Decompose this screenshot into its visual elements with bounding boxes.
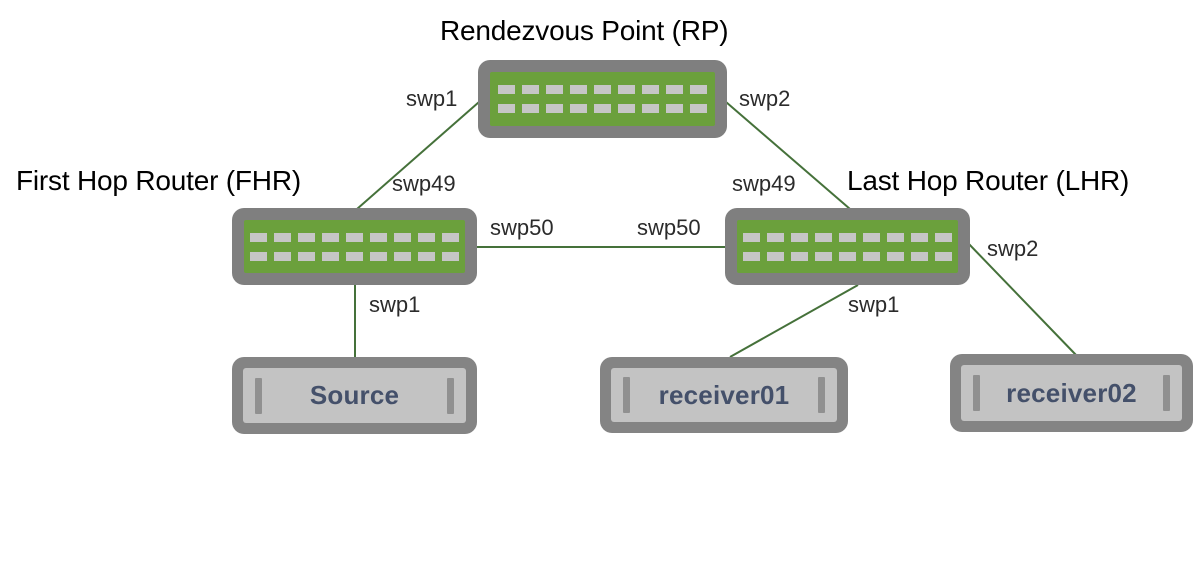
rp-title: Rendezvous Point (RP) <box>440 15 729 46</box>
port-label-lhr-swp1: swp1 <box>848 292 900 317</box>
fhr-switch-node <box>232 208 477 285</box>
rp-switch-node <box>478 60 727 138</box>
link-rp-lhr <box>725 101 851 210</box>
source-host-node: Source <box>232 357 477 434</box>
port-label-rp-swp1: swp1 <box>406 86 458 111</box>
port-label-rp-swp2: swp2 <box>739 86 791 111</box>
port-label-fhr-swp49: swp49 <box>392 171 456 196</box>
port-label-fhr-swp50: swp50 <box>490 215 554 240</box>
port-label-lhr-swp49: swp49 <box>732 171 796 196</box>
switch-face <box>737 220 958 273</box>
host-face: Source <box>243 368 466 423</box>
receiver01-host-node: receiver01 <box>600 357 848 433</box>
switch-port-row <box>498 104 707 113</box>
link-rp-fhr <box>356 101 480 210</box>
link-lhr-receiver01 <box>729 284 859 358</box>
host-bar-right <box>1163 375 1170 411</box>
lhr-title: Last Hop Router (LHR) <box>847 165 1130 196</box>
switch-port-row <box>743 251 952 261</box>
switch-port-row <box>743 232 952 242</box>
host-bar-left <box>973 375 980 411</box>
host-bar-left <box>255 377 262 414</box>
switch-port-row <box>250 232 459 242</box>
lhr-switch-node <box>725 208 970 285</box>
receiver01-label: receiver01 <box>658 379 790 410</box>
host-face: receiver01 <box>611 368 837 422</box>
source-label: Source <box>309 380 400 410</box>
host-bar-left <box>623 377 630 413</box>
port-label-lhr-swp50: swp50 <box>637 215 701 240</box>
switch-port-row <box>498 85 707 94</box>
receiver02-host-node: receiver02 <box>950 354 1193 432</box>
port-label-lhr-swp2: swp2 <box>987 236 1039 261</box>
fhr-title: First Hop Router (FHR) <box>16 165 301 196</box>
switch-face <box>490 72 715 126</box>
host-bar-right <box>447 377 454 414</box>
host-face: receiver02 <box>961 365 1182 421</box>
link-lhr-receiver02 <box>966 241 1078 357</box>
host-bar-right <box>818 377 825 413</box>
port-label-fhr-swp1: swp1 <box>369 292 421 317</box>
switch-port-row <box>250 251 459 261</box>
receiver02-label: receiver02 <box>1006 377 1137 408</box>
switch-face <box>244 220 465 273</box>
